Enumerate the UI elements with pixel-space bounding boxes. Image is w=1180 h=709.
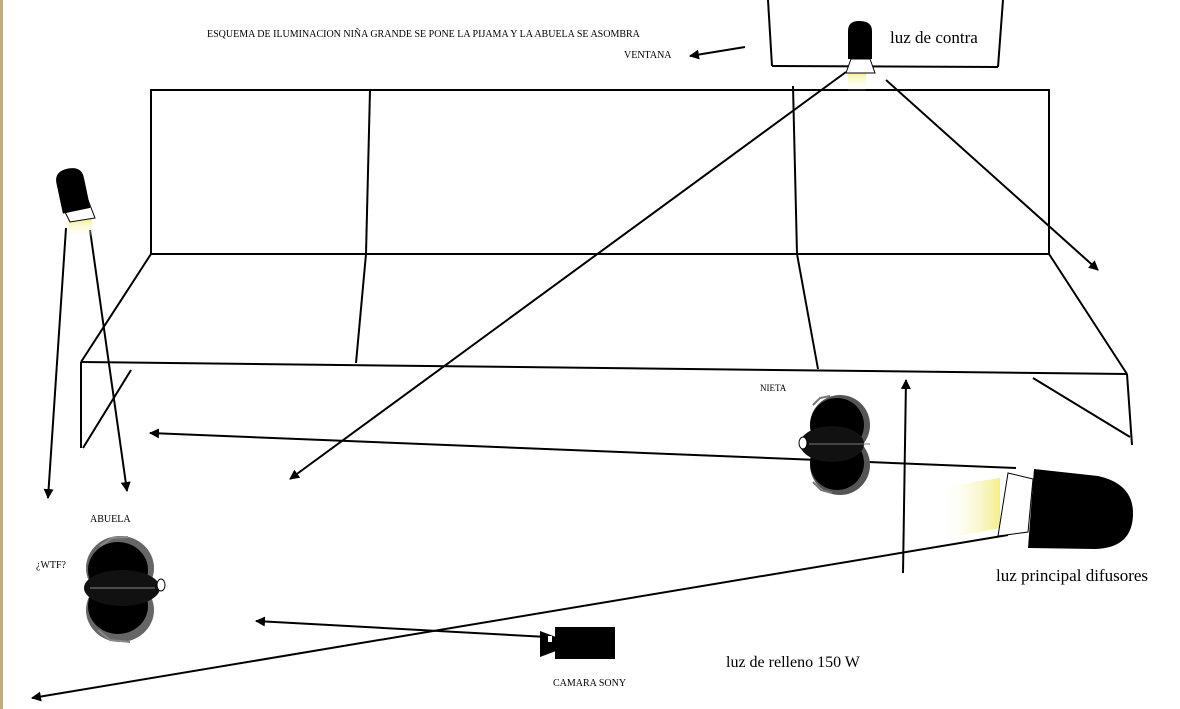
diagram-title: ESQUEMA DE ILUMINACION NIÑA GRANDE SE PO…	[207, 29, 640, 40]
window-frame	[767, 0, 1004, 68]
arrow-icon	[689, 46, 746, 60]
arrow-icon	[149, 428, 1017, 469]
arrow-icon	[289, 71, 847, 480]
grandmother-label: ABUELA	[90, 514, 131, 525]
lamp-icon	[940, 469, 1134, 549]
granddaughter-label: NIETA	[760, 383, 787, 393]
sofa-leg	[82, 369, 132, 449]
window-label: VENTANA	[624, 50, 672, 61]
light-direction-arrows	[31, 46, 1099, 702]
sofa-backrest	[150, 89, 1050, 255]
person-top-view-icon	[84, 536, 166, 643]
sofa-seat-front	[80, 361, 1128, 375]
arrow-icon	[89, 229, 131, 492]
sofa	[80, 85, 1133, 449]
lamp-icon	[845, 21, 876, 92]
fill-light-label: luz de relleno 150 W	[726, 654, 860, 671]
sofa-leg	[1032, 377, 1131, 438]
arrow-icon	[31, 534, 1009, 702]
sofa-leg	[1126, 373, 1133, 446]
grandmother-expression-label: ¿WTF?	[36, 560, 66, 571]
person-top-view-icon	[798, 395, 870, 495]
lamp-icon	[56, 168, 96, 238]
key-light-label: luz principal difusores	[996, 566, 1149, 585]
page-left-border	[0, 0, 3, 709]
camera-icon	[540, 627, 615, 659]
arrow-icon	[885, 79, 1099, 271]
arrow-icon	[900, 379, 911, 574]
back-light-label: luz de contra	[890, 28, 978, 47]
camera-label: CAMARA SONY	[553, 678, 627, 689]
arrow-icon	[43, 227, 67, 499]
arrow-icon	[255, 616, 548, 638]
